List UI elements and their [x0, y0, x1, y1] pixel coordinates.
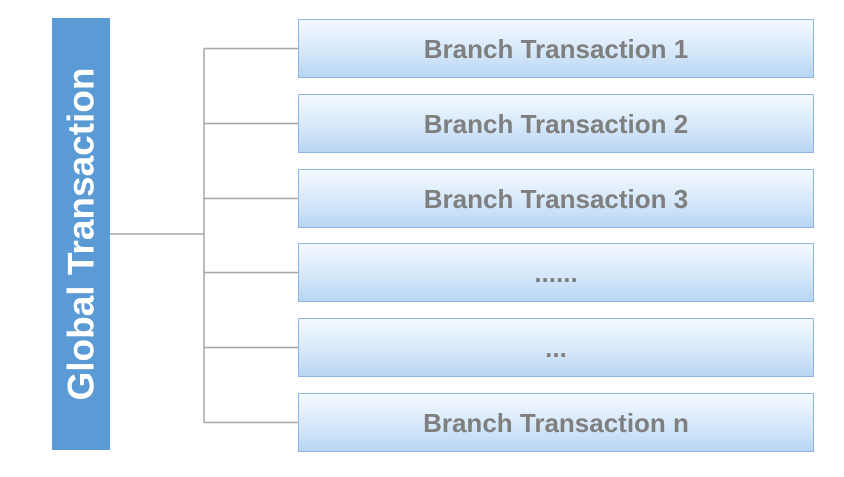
- ellipsis-label: ......: [534, 257, 578, 288]
- branch-transaction-label: Branch Transaction 1: [423, 33, 689, 64]
- branch-transaction-label: Branch Transaction n: [423, 407, 689, 438]
- branch-transaction-label: Branch Transaction 3: [423, 183, 689, 214]
- branch-transaction-n-box: Branch Transaction n: [298, 393, 814, 452]
- branch-transaction-3-box: Branch Transaction 3: [298, 169, 814, 228]
- branch-transaction-1-box: Branch Transaction 1: [298, 19, 814, 78]
- global-transaction-box: [52, 18, 110, 450]
- branch-ellipsis-box-1: ......: [298, 243, 814, 302]
- branch-ellipsis-box-2: ...: [298, 318, 814, 377]
- branch-transaction-label: Branch Transaction 2: [423, 108, 689, 139]
- ellipsis-label: ...: [545, 332, 567, 363]
- branch-transaction-2-box: Branch Transaction 2: [298, 94, 814, 153]
